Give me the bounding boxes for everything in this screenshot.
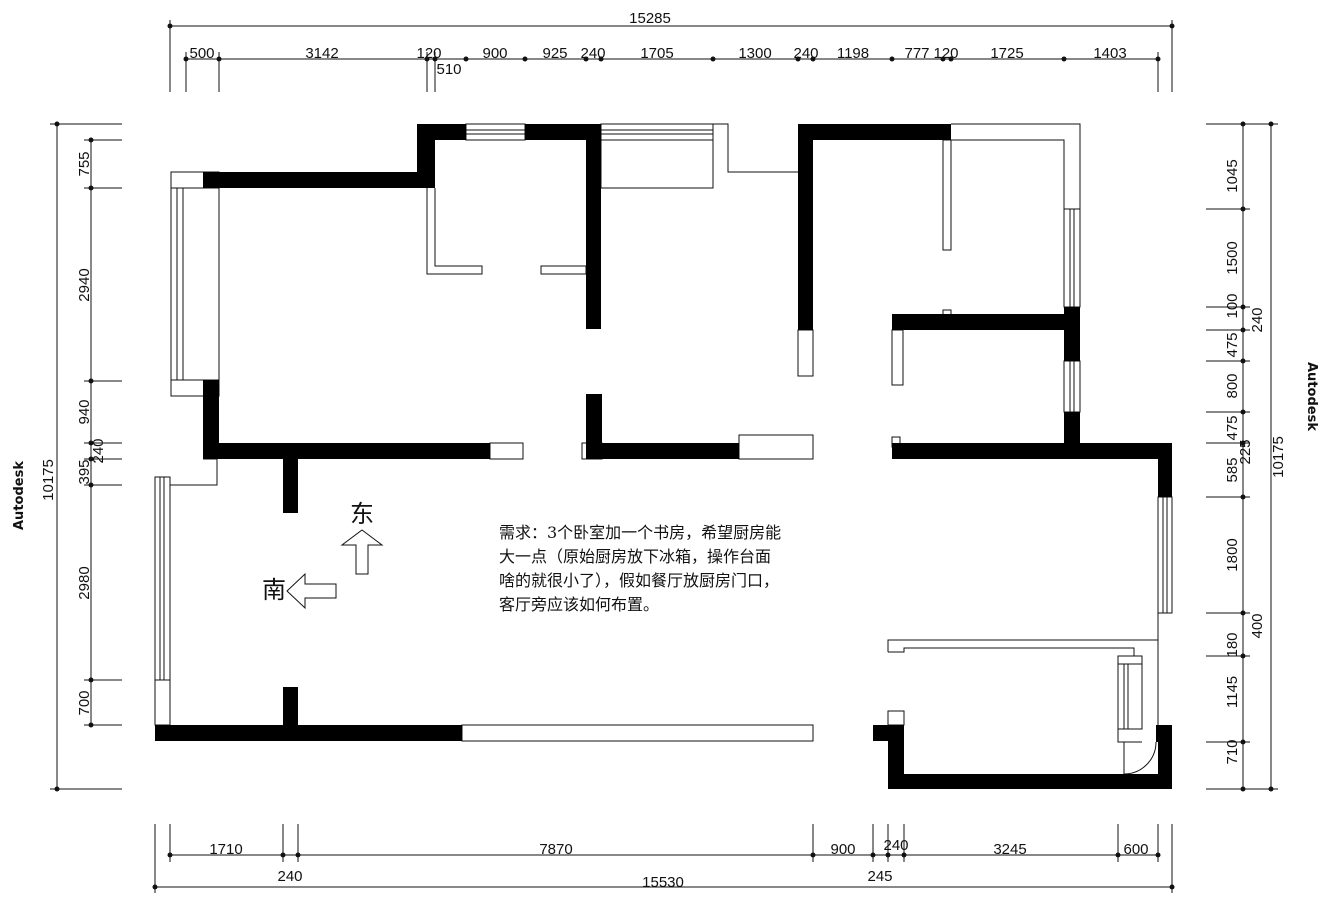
dim-right-outer-1: 225 bbox=[1237, 439, 1254, 464]
walls bbox=[155, 124, 1172, 789]
dim-right-1: 1500 bbox=[1224, 241, 1241, 274]
dim-bottom-1: 240 bbox=[277, 868, 302, 885]
dim-bottom-0: 1710 bbox=[209, 841, 242, 858]
dim-left-1: 2940 bbox=[76, 268, 93, 301]
dim-bottom-5: 245 bbox=[867, 868, 892, 885]
dim-right-outer-0: 240 bbox=[1249, 307, 1266, 332]
dim-right-4: 800 bbox=[1224, 373, 1241, 398]
dim-bottom-2: 7870 bbox=[539, 841, 572, 858]
dim-top-1: 3142 bbox=[305, 45, 338, 62]
left-dimension-lines bbox=[50, 121, 122, 792]
dim-right-9: 1145 bbox=[1224, 676, 1241, 708]
arrow-up-icon bbox=[340, 529, 384, 575]
left-dimension-labels: 10175 755 2940 940 240 395 2980 700 bbox=[40, 151, 107, 715]
dim-top-7: 1705 bbox=[640, 45, 673, 62]
dim-right-0: 1045 bbox=[1224, 159, 1241, 192]
note-line-3: 客厅旁应该如何布置。 bbox=[499, 595, 659, 614]
dim-left-5: 2980 bbox=[76, 566, 93, 599]
dim-left-3: 240 bbox=[90, 438, 107, 463]
dim-left-2: 940 bbox=[76, 399, 93, 424]
compass-east-label: 东 bbox=[350, 500, 374, 528]
watermark-right: Autodesk bbox=[1304, 362, 1319, 431]
dim-top-3: 510 bbox=[436, 61, 461, 78]
dim-top-9: 240 bbox=[793, 45, 818, 62]
dim-bottom-6: 3245 bbox=[993, 841, 1026, 858]
dim-top-13: 1725 bbox=[990, 45, 1023, 62]
dim-top-0: 500 bbox=[189, 45, 214, 62]
dim-top-11: 777 bbox=[904, 45, 929, 62]
compass-south-label: 南 bbox=[262, 576, 286, 604]
dim-right-8: 180 bbox=[1224, 632, 1241, 657]
top-dimension-labels: 15285 500 3142 120 510 900 925 240 1705 … bbox=[189, 10, 1126, 78]
dim-top-2: 120 bbox=[416, 45, 441, 62]
dim-right-outer-2: 400 bbox=[1249, 613, 1266, 638]
right-dimension-labels: 10175 1045 1500 100 475 800 475 585 1800… bbox=[1224, 159, 1287, 764]
dim-top-14: 1403 bbox=[1093, 45, 1126, 62]
requirement-note: 需求：3个卧室加一个书房，希望厨房能 大一点（原始厨房放下冰箱，操作台面 啥的就… bbox=[499, 523, 781, 614]
dim-top-10: 1198 bbox=[837, 45, 869, 62]
dim-top-total: 15285 bbox=[629, 10, 671, 27]
watermark-left: Autodesk bbox=[12, 461, 27, 530]
dim-bottom-3: 900 bbox=[830, 841, 855, 858]
dim-left-4: 395 bbox=[76, 459, 93, 484]
dim-left-0: 755 bbox=[76, 151, 93, 176]
top-dimension-lines bbox=[167, 20, 1175, 92]
dim-right-3: 475 bbox=[1224, 332, 1241, 357]
dim-bottom-4: 240 bbox=[883, 837, 908, 854]
note-line-2: 啥的就很小了），假如餐厅放厨房门口， bbox=[499, 571, 779, 590]
right-dimension-lines bbox=[1206, 121, 1278, 792]
dim-right-10: 710 bbox=[1224, 739, 1241, 764]
dim-bottom-total: 15530 bbox=[642, 874, 684, 891]
dim-right-7: 1800 bbox=[1224, 538, 1241, 571]
dim-right-2: 100 bbox=[1224, 293, 1241, 318]
dim-right-total: 10175 bbox=[1270, 436, 1287, 478]
note-line-0: 需求：3个卧室加一个书房，希望厨房能 bbox=[499, 523, 781, 542]
dim-top-4: 900 bbox=[482, 45, 507, 62]
dim-left-total: 10175 bbox=[40, 459, 57, 501]
dim-top-5: 925 bbox=[542, 45, 567, 62]
dim-top-8: 1300 bbox=[738, 45, 771, 62]
note-line-1: 大一点（原始厨房放下冰箱，操作台面 bbox=[499, 547, 771, 566]
dim-right-5: 475 bbox=[1224, 415, 1241, 440]
bottom-dimension-lines bbox=[152, 824, 1175, 893]
bottom-dimension-labels: 1710 240 7870 900 240 245 3245 600 15530 bbox=[209, 837, 1148, 891]
dim-top-6: 240 bbox=[580, 45, 605, 62]
dim-right-6: 585 bbox=[1224, 457, 1241, 482]
arrow-left-icon bbox=[286, 572, 337, 610]
dim-bottom-7: 600 bbox=[1123, 841, 1148, 858]
dim-top-12: 120 bbox=[933, 45, 958, 62]
dim-left-6: 700 bbox=[76, 690, 93, 715]
compass: 东 南 bbox=[262, 500, 384, 610]
